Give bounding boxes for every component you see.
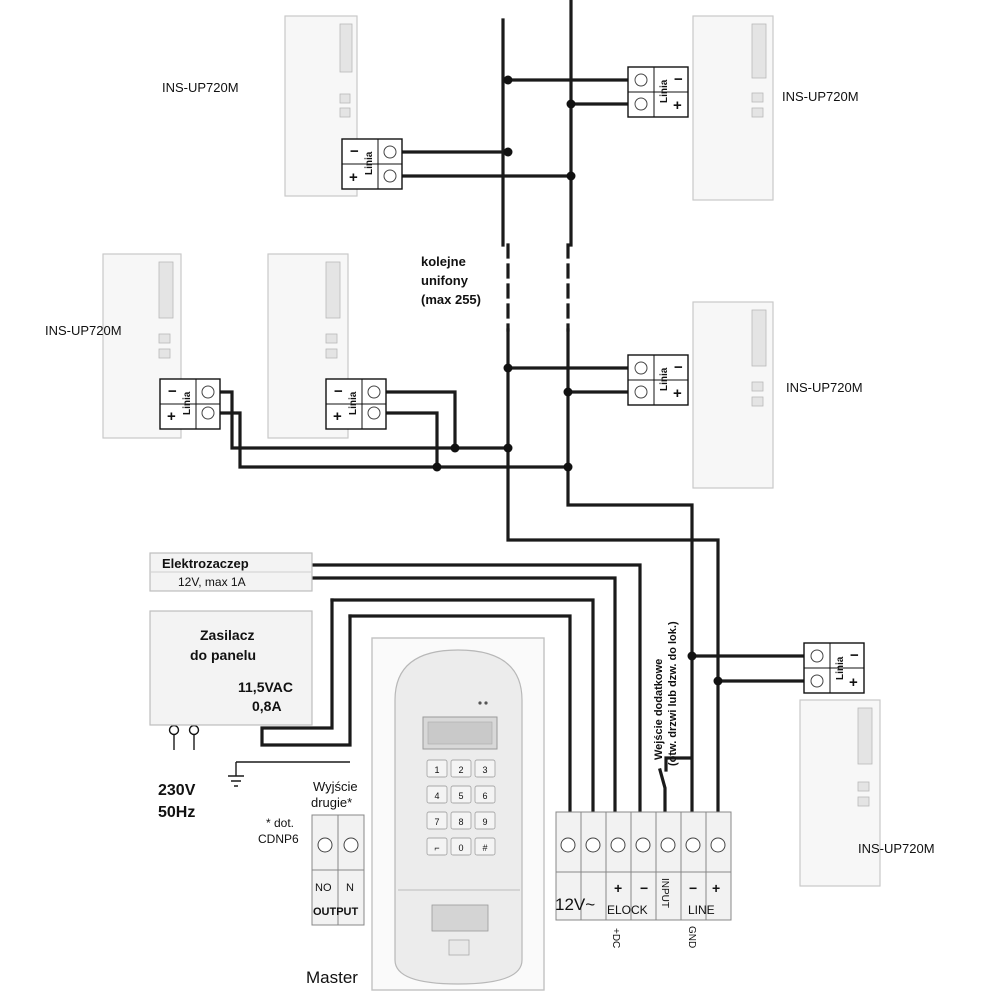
output2-title-1: Wyjście — [313, 779, 358, 794]
terminal-block-h6: − + Linia — [803, 642, 865, 694]
term-linia: Linia — [182, 391, 193, 415]
output2-note-1: * dot. — [266, 816, 294, 830]
panel-keypad: 1 2 3 4 5 6 7 8 9 ⌐ 0 # — [426, 759, 496, 856]
term-plus: + — [349, 169, 358, 186]
terminal-block-h4: − + Linia — [325, 378, 387, 430]
key-5: 5 — [458, 791, 463, 801]
term-minus: − — [850, 647, 859, 664]
handset-5 — [692, 301, 774, 489]
door-lock-title: Elektrozaczep — [162, 556, 249, 571]
door-lock-spec: 12V, max 1A — [178, 575, 246, 589]
bus-note-line2: unifony — [421, 273, 469, 288]
term-plus: + — [673, 385, 682, 402]
extra-input-line2: (otw. drzwi lub dzw. do lok.) — [667, 621, 679, 766]
terminal-dc-label: +DC — [610, 928, 621, 948]
terminal-line-plus: + — [712, 880, 720, 896]
bus-note: kolejne unifony (max 255) — [421, 254, 481, 307]
term-minus: − — [334, 383, 343, 400]
term-plus: + — [333, 408, 342, 425]
power-supply-box: Zasilacz do panelu 11,5VAC 0,8A — [149, 610, 313, 726]
term-linia: Linia — [659, 79, 670, 103]
term-minus: − — [168, 383, 177, 400]
key-bell: ⌐ — [434, 843, 439, 853]
main-terminal-strip: 12V~ + − ELOCK INPUT − + LINE — [555, 811, 732, 921]
door-lock-box: Elektrozaczep 12V, max 1A — [149, 552, 313, 592]
master-panel: 1 2 3 4 5 6 7 8 9 ⌐ 0 # — [371, 637, 545, 991]
mains-voltage: 230V — [158, 782, 196, 799]
term-linia: Linia — [835, 656, 846, 680]
psu-current: 0,8A — [252, 698, 282, 714]
output2-terminal: NO N OUTPUT — [311, 814, 365, 926]
handset-5-label: INS-UP720M — [786, 380, 863, 395]
term-minus: − — [674, 71, 683, 88]
handset-2-label: INS-UP720M — [782, 89, 859, 104]
term-plus: + — [849, 674, 858, 691]
output2-no: NO — [315, 882, 332, 894]
extra-input-line1: Wejście dodatkowe — [653, 659, 665, 760]
term-linia: Linia — [348, 391, 359, 415]
key-1: 1 — [434, 765, 439, 775]
terminal-block-h5: − + Linia — [627, 354, 689, 406]
term-plus: + — [167, 408, 176, 425]
key-9: 9 — [482, 817, 487, 827]
output2-note-2: CDNP6 — [258, 832, 299, 846]
master-label: Master — [306, 968, 358, 987]
bus-note-line3: (max 255) — [421, 292, 481, 307]
terminal-gnd-label: GND — [686, 926, 697, 948]
terminal-12v-ac: 12V~ — [555, 895, 595, 914]
handset-3-label: INS-UP720M — [45, 323, 122, 338]
panel-camera — [448, 939, 470, 956]
handset-2 — [692, 15, 774, 201]
output2-title-2: drugie* — [311, 795, 352, 810]
terminal-elock: ELOCK — [607, 903, 648, 917]
bus-note-line1: kolejne — [421, 254, 466, 269]
handset-1-label: INS-UP720M — [162, 80, 239, 95]
terminal-line: LINE — [688, 903, 715, 917]
terminal-elock-minus: − — [640, 880, 648, 896]
mains-frequency: 50Hz — [158, 804, 195, 821]
handset-1 — [284, 15, 358, 197]
terminal-line-minus: − — [689, 880, 697, 896]
key-2: 2 — [458, 765, 463, 775]
psu-title-2: do panelu — [190, 647, 256, 663]
term-minus: − — [674, 359, 683, 376]
key-3: 3 — [482, 765, 487, 775]
junction-dots — [168, 75, 723, 736]
term-minus: − — [350, 143, 359, 160]
terminal-elock-plus: + — [614, 880, 622, 896]
term-linia: Linia — [364, 151, 375, 175]
terminal-block-h3: − + Linia — [159, 378, 221, 430]
key-7: 7 — [434, 817, 439, 827]
key-6: 6 — [482, 791, 487, 801]
output2-n: N — [346, 882, 354, 894]
psu-voltage: 11,5VAC — [238, 679, 293, 695]
bus-wires — [173, 0, 808, 814]
panel-speaker-grille — [431, 904, 489, 932]
key-hash: # — [482, 843, 487, 853]
terminal-block-h2: − + Linia — [627, 66, 689, 118]
term-linia: Linia — [659, 367, 670, 391]
key-4: 4 — [434, 791, 439, 801]
terminal-input: INPUT — [659, 878, 670, 908]
handset-6-label: INS-UP720M — [858, 841, 935, 856]
output2-output: OUTPUT — [313, 906, 359, 918]
terminal-block-h1: − + Linia — [341, 138, 403, 190]
key-0: 0 — [458, 843, 463, 853]
handset-6 — [799, 699, 881, 887]
key-8: 8 — [458, 817, 463, 827]
term-plus: + — [673, 97, 682, 114]
psu-title-1: Zasilacz — [200, 627, 254, 643]
